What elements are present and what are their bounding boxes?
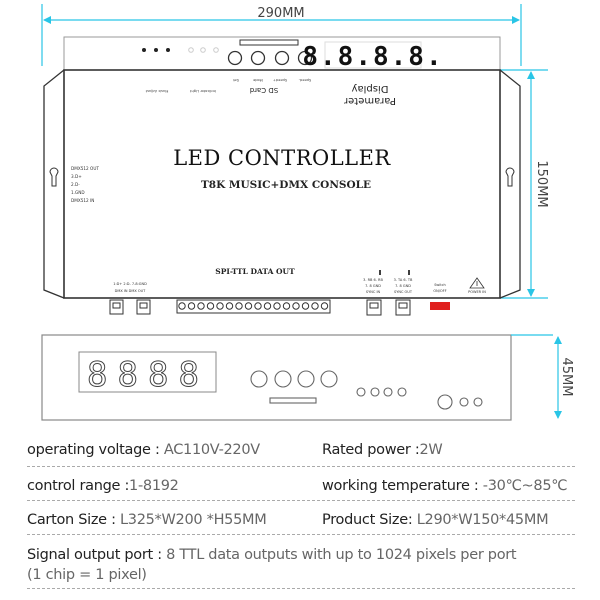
divider — [27, 466, 575, 467]
button-label-set: Set — [232, 78, 238, 82]
spec-value: (1 chip = 1 pixel) — [27, 567, 147, 583]
spec-label: control range : — [27, 478, 130, 494]
sync-arrows — [379, 270, 410, 275]
indicator-light-label: Indicator Light — [189, 89, 216, 93]
spec-value: 1-8192 — [129, 478, 179, 494]
mount-hole-left — [49, 167, 59, 187]
spec-control-range: control range :1-8192 — [27, 478, 179, 494]
divider — [27, 588, 575, 589]
indicator-leds — [142, 47, 219, 53]
top-display — [324, 41, 422, 69]
sync-out-label: 3. TA 6. TB — [394, 278, 413, 282]
width-dimension — [41, 4, 522, 66]
top-view — [43, 36, 521, 299]
height-dimension — [511, 334, 562, 419]
terminal-screw — [263, 302, 272, 310]
spec-signal-output: Signal output port : 8 TTL data outputs … — [27, 547, 517, 563]
terminal-screw — [244, 302, 253, 310]
product-title: LED CONTROLLER — [173, 146, 391, 170]
ports — [109, 299, 411, 316]
terminal-screw — [301, 302, 310, 310]
switch-label: ON/OFF — [433, 289, 446, 293]
spec-value: 2W — [419, 442, 443, 458]
terminal-screw — [235, 302, 243, 310]
terminal-screw — [216, 302, 224, 310]
divider — [27, 534, 575, 535]
width-label: 290MM — [257, 6, 304, 21]
dmx-port-label: DMX IN DMX OUT — [115, 289, 147, 293]
terminal-screw — [225, 302, 234, 310]
height-label: 45MM — [559, 358, 574, 397]
top-display-digits: 8.8.8.8. — [302, 42, 443, 72]
terminal-screw — [292, 302, 300, 310]
warning-icon — [469, 277, 485, 289]
sd-card-slot — [239, 39, 299, 46]
terminal-housing — [176, 299, 331, 314]
spec-label: Product Size: — [322, 512, 417, 528]
spec-label: working temperature : — [322, 478, 483, 494]
product-subtitle: T8K MUSIC+DMX CONSOLE — [201, 179, 371, 191]
depth-dimension — [500, 69, 548, 299]
dmx-label: 2.D- — [71, 182, 80, 187]
divider — [27, 500, 575, 501]
terminal-screw — [187, 302, 196, 310]
parameter-label: Parameter — [343, 95, 396, 106]
front-buttons — [250, 370, 483, 410]
spec-signal-output-note: (1 chip = 1 pixel) — [27, 567, 147, 583]
spec-value: L325*W200 *H55MM — [120, 512, 267, 528]
mount-hole-right — [505, 167, 515, 187]
spec-label: Rated power : — [322, 442, 420, 458]
depth-label: 150MM — [534, 160, 549, 207]
terminal-screw — [320, 302, 329, 310]
front-display — [78, 351, 217, 393]
display-label: Display — [351, 83, 388, 94]
sync-in-label: SYNC IN — [366, 290, 381, 294]
power-in-label: POWER IN — [468, 290, 486, 294]
terminal-screw — [197, 302, 205, 310]
front-view — [41, 334, 512, 421]
terminal-screw — [178, 302, 186, 310]
sync-out-label: SYNC OUT — [394, 290, 413, 294]
spec-label: operating voltage : — [27, 442, 164, 458]
terminal-block — [176, 299, 331, 314]
spec-working-temperature: working temperature : -30℃~85℃ — [322, 478, 568, 494]
spec-carton-size: Carton Size : L325*W200 *H55MM — [27, 512, 267, 528]
top-buttons — [227, 50, 313, 66]
terminal-screw — [311, 302, 319, 310]
terminal-screw — [273, 302, 281, 310]
spec-label: Carton Size : — [27, 512, 120, 528]
spec-rated-power: Rated power :2W — [322, 442, 443, 458]
button-label-mode: Mode — [252, 78, 263, 82]
spec-value: 8 TTL data outputs with up to 1024 pixel… — [166, 547, 517, 563]
front-display-digits: 8888 — [87, 355, 209, 395]
spec-label: Signal output port : — [27, 547, 167, 563]
terminal-screw — [254, 302, 262, 310]
power-switch — [430, 302, 450, 310]
spec-value: L290*W150*45MM — [416, 512, 549, 528]
spec-value: -30℃~85℃ — [482, 478, 568, 494]
spec-value: AC110V-220V — [163, 442, 260, 458]
terminal-screw — [206, 302, 215, 310]
spec-operating-voltage: operating voltage : AC110V-220V — [27, 442, 260, 458]
dmx-label: 3.D+ — [71, 174, 82, 179]
sync-out-label: 7. 8 GND — [395, 284, 411, 288]
terminal-screw — [282, 302, 291, 310]
button-label-speed-up: Speed+ — [273, 78, 287, 82]
dmx-port-label: 1:D+ 2:D- 7-8:GND — [113, 282, 147, 286]
dmx-label: DMX512 IN — [71, 198, 94, 203]
dmx-label: DMX512 OUT — [71, 166, 99, 171]
data-out-label: SPI-TTL DATA OUT — [215, 267, 295, 276]
sync-in-label: 7. 8 GND — [365, 284, 381, 288]
sync-in-label: 3. RB 6. RB — [363, 278, 383, 282]
switch-label: Switch — [434, 283, 446, 287]
button-label-speed-down: Speed- — [298, 78, 311, 82]
dmx-label: 1.GND — [71, 190, 85, 195]
sd-card-label: SD Card — [250, 86, 278, 94]
spec-product-size: Product Size: L290*W150*45MM — [322, 512, 549, 528]
music-adjust-label: Music Adjust — [145, 89, 168, 93]
